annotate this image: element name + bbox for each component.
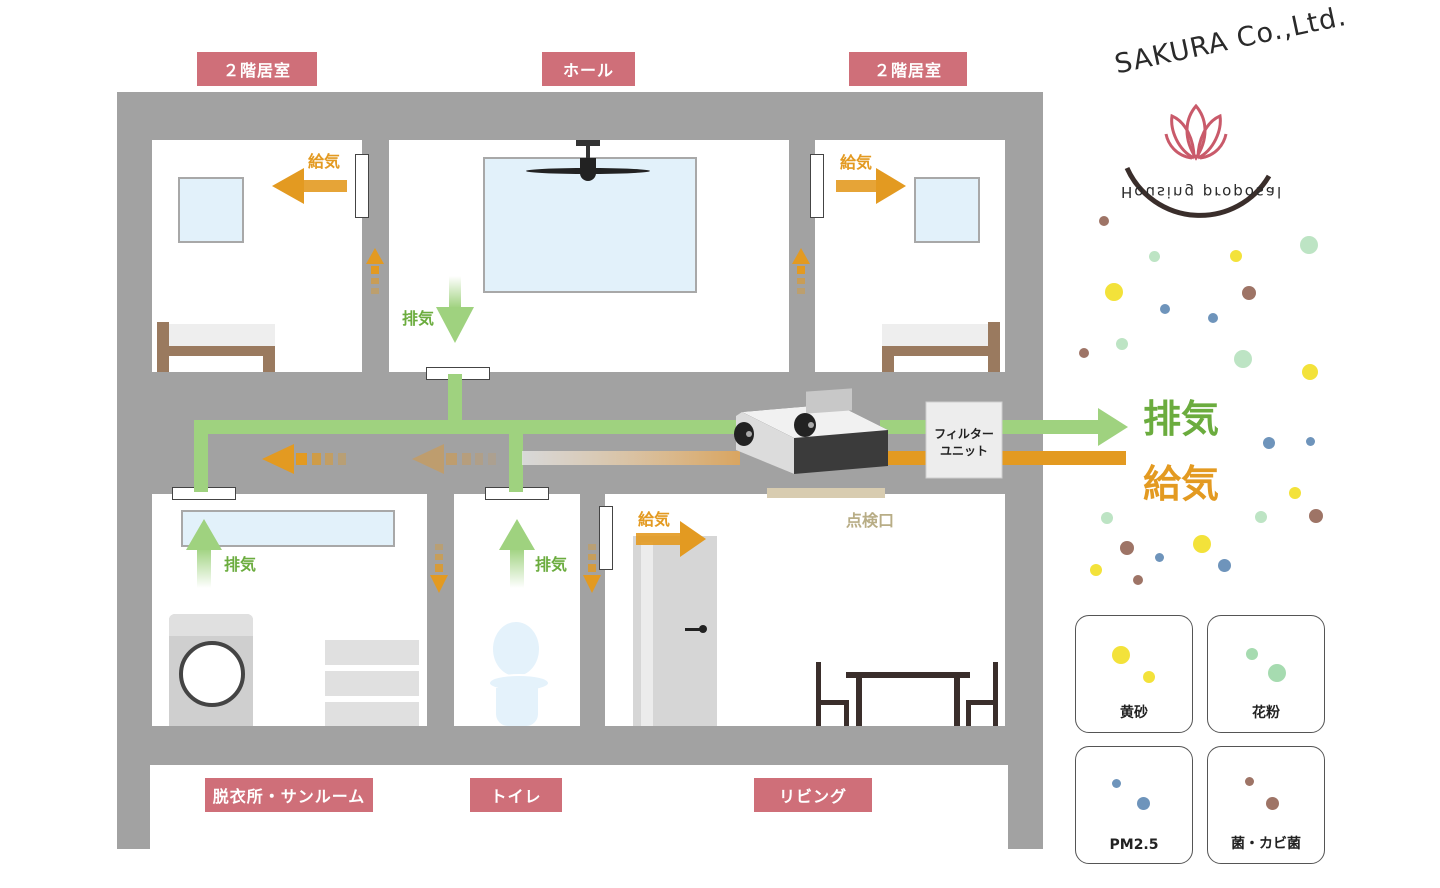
exhaust-label-hall: 排気 [402, 309, 435, 328]
inspection-hatch [767, 488, 885, 498]
washing-machine-icon [169, 614, 253, 726]
pm25-particle [1112, 779, 1121, 788]
legend-exhaust: 排気 [1143, 397, 1220, 441]
pm25-particle [1306, 437, 1315, 446]
vertical-dashed-arrow-dressing-down [430, 544, 448, 593]
supply-dashed-arrow-left [262, 444, 346, 474]
ceiling-fan-icon [526, 140, 650, 181]
supply-label-upper-right: 給気 [840, 153, 873, 172]
supply-label-upper-left: 給気 [308, 152, 341, 171]
pm25-particle [1155, 553, 1164, 562]
yellow-sand-particle [1302, 364, 1318, 380]
filter-unit [925, 401, 1003, 479]
supply-vent-living [599, 506, 613, 570]
pollen-particle [1246, 648, 1258, 660]
supply-duct-indoor [522, 451, 740, 465]
pollen-particle [1234, 350, 1252, 368]
room-tag-upper-left: ２階居室 [197, 52, 317, 86]
room-tag-upper-right: ２階居室 [849, 52, 967, 86]
filter-label-line2: ユニット [939, 444, 988, 458]
pm25-particle [1160, 304, 1170, 314]
bed-upper-left [157, 322, 275, 372]
pollen-particle [1101, 512, 1113, 524]
yellow-sand-particle [1090, 564, 1102, 576]
exhaust-arrow-toilet [499, 519, 535, 588]
germ-particle [1245, 777, 1254, 786]
yellow-sand-particle [1112, 646, 1130, 664]
germ-particle [1079, 348, 1089, 358]
pm25-particle [1218, 559, 1231, 572]
yellow-sand-particle [1230, 250, 1242, 262]
ventilation-unit-icon [734, 388, 888, 474]
legend-card-yellow-sand: 黄砂 [1075, 615, 1193, 733]
pollutant-label-germ: 菌・カビ菌 [1231, 836, 1301, 852]
toilet-icon [486, 622, 550, 726]
pollutant-label-pollen: 花粉 [1252, 705, 1280, 721]
legend-supply: 給気 [1143, 462, 1220, 506]
supply-vent-upper-right [810, 154, 824, 218]
room-tag-hall: ホール [542, 52, 635, 86]
exhaust-arrow-hall [436, 276, 474, 343]
dining-table-icon [816, 660, 998, 726]
germ-particle [1133, 575, 1143, 585]
pollen-particle [1116, 338, 1128, 350]
pm25-particle [1137, 797, 1150, 810]
legend-card-pollen: 花粉 [1207, 615, 1325, 733]
legend-card-pm25: PM2.5 [1075, 746, 1193, 864]
yellow-sand-particle [1193, 535, 1211, 553]
storage-shelf [325, 640, 419, 726]
germ-particle [1099, 216, 1109, 226]
bed-upper-right [882, 322, 1000, 372]
exhaust-outlet-arrow [1098, 408, 1128, 446]
window-upper-right [914, 177, 980, 243]
exhaust-label-toilet: 排気 [535, 555, 568, 574]
exhaust-arrow-dressing [186, 519, 222, 588]
supply-arrow-upper-right [836, 168, 906, 204]
germ-particle [1266, 797, 1279, 810]
supply-dashed-arrow-middle [412, 444, 496, 474]
supply-vent-upper-left [355, 154, 369, 218]
pm25-particle [1263, 437, 1275, 449]
room-tag-dressing: 脱衣所・サンルーム [205, 778, 373, 812]
supply-duct-outdoor [880, 451, 1126, 465]
pollen-particle [1268, 664, 1286, 682]
inspection-label: 点検口 [846, 511, 895, 530]
logo-tagline: Housing proposal [1121, 183, 1284, 201]
room-tag-toilet: トイレ [470, 778, 562, 812]
pollutant-label-yellow-sand: 黄砂 [1120, 705, 1148, 721]
supply-arrow-upper-left [272, 168, 347, 204]
sakura-flower-icon [1164, 103, 1228, 161]
legend-card-germ: 菌・カビ菌 [1207, 746, 1325, 864]
germ-particle [1242, 286, 1256, 300]
yellow-sand-particle [1289, 487, 1301, 499]
filter-label-line1: フィルター [934, 427, 994, 441]
germ-particle [1309, 509, 1323, 523]
supply-arrow-living [636, 521, 706, 557]
germ-particle [1120, 541, 1134, 555]
room-tag-living: リビング [754, 778, 872, 812]
pollen-particle [1255, 511, 1267, 523]
pm25-particle [1208, 313, 1218, 323]
pollen-particle [1149, 251, 1160, 262]
supply-label-living: 給気 [638, 510, 671, 529]
exhaust-label-dressing: 排気 [224, 555, 257, 574]
window-upper-left [178, 177, 244, 243]
vertical-dashed-arrow-left-up [366, 248, 384, 294]
vertical-dashed-arrow-toilet-down [583, 544, 601, 593]
pollen-particle [1300, 236, 1318, 254]
company-logo [1124, 103, 1272, 218]
door-icon [633, 536, 717, 726]
yellow-sand-particle [1143, 671, 1155, 683]
yellow-sand-particle [1105, 283, 1123, 301]
vertical-dashed-arrow-right-up [792, 248, 810, 294]
pollutant-label-pm25: PM2.5 [1109, 837, 1159, 853]
